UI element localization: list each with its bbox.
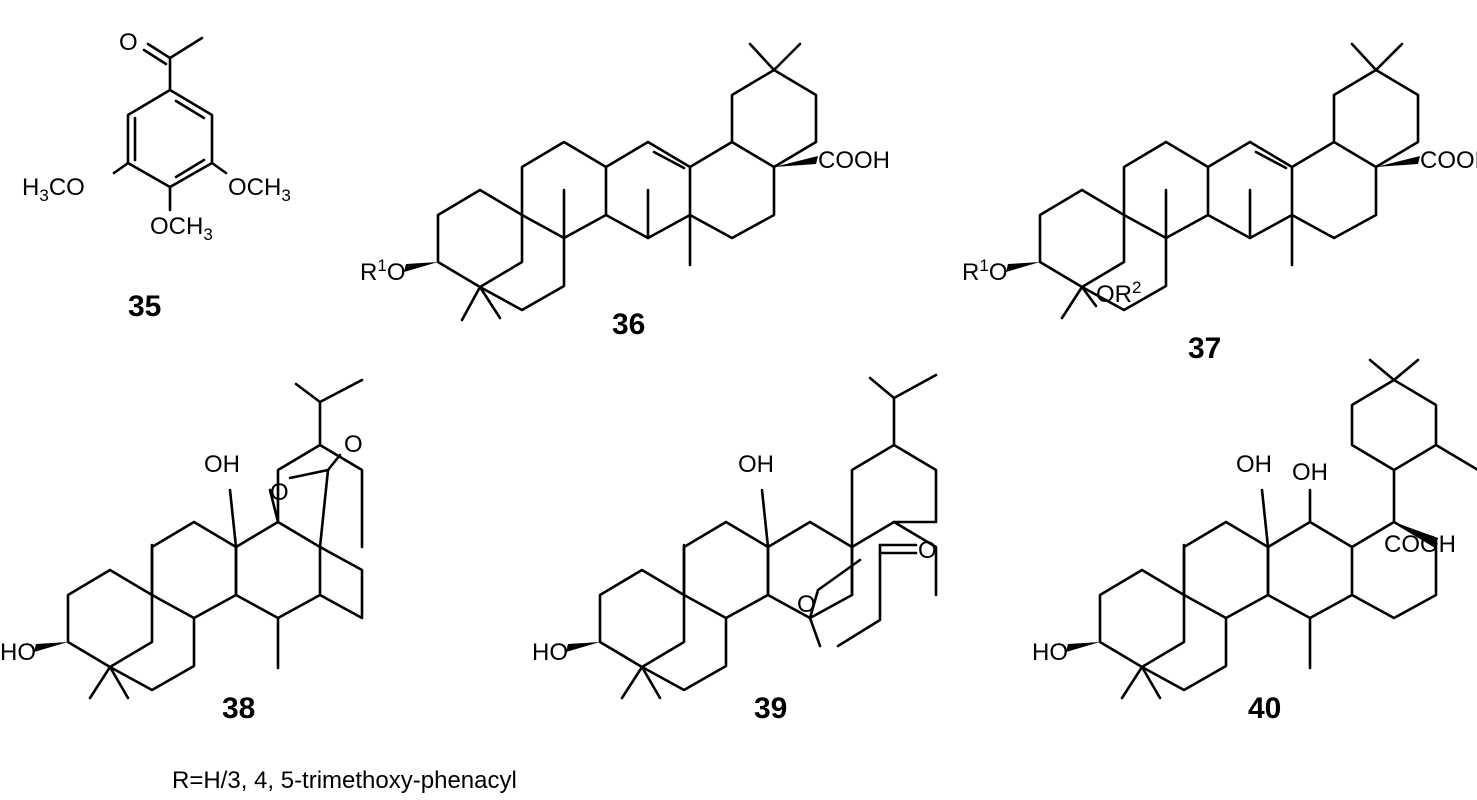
- oh-label-40a: OH: [1236, 451, 1272, 478]
- compound-35: O H3CO OCH3 OCH3 35: [22, 29, 291, 323]
- o-label-38a: O: [270, 479, 289, 506]
- compound-37: R1O OR2 COOH 37: [962, 42, 1477, 365]
- o-label-38b: O: [344, 431, 363, 458]
- compound-number-35: 35: [128, 290, 161, 323]
- compound-36: R1O COOH 36: [360, 42, 890, 341]
- o-label-39b: O: [918, 537, 937, 564]
- svg-text:H3CO: H3CO: [22, 174, 85, 205]
- svg-text:R1O: R1O: [962, 256, 1007, 286]
- footnote: R=H/3, 4, 5-trimethoxy-phenacyl: [172, 767, 517, 794]
- oh-label-38: OH: [204, 451, 240, 478]
- compound-38: HO OH O O 38: [0, 378, 364, 725]
- compound-number-40: 40: [1248, 692, 1281, 725]
- compound-number-39: 39: [754, 692, 787, 725]
- oh-label-39: OH: [738, 451, 774, 478]
- oh-label-40b: OH: [1292, 459, 1328, 486]
- ho-label-38: HO: [0, 639, 36, 666]
- svg-text:COOH: COOH: [1420, 147, 1477, 174]
- compound-number-38: 38: [222, 692, 255, 725]
- ho-label-40: HO: [1032, 639, 1068, 666]
- o-label-39a: O: [797, 591, 816, 618]
- cooh-label-40: COOH: [1384, 531, 1456, 558]
- compound-number-37: 37: [1188, 332, 1221, 365]
- svg-text:OCH3: OCH3: [228, 174, 291, 205]
- svg-text:R1O: R1O: [360, 256, 405, 286]
- compound-number-36: 36: [612, 308, 645, 341]
- compound-40: HO OH OH COOH 40: [1032, 358, 1477, 725]
- svg-text:COOH: COOH: [818, 147, 890, 174]
- svg-text:O: O: [119, 29, 138, 56]
- compound-39: HO OH O O 39: [532, 373, 938, 725]
- svg-text:OCH3: OCH3: [150, 213, 213, 244]
- ho-label-39: HO: [532, 639, 568, 666]
